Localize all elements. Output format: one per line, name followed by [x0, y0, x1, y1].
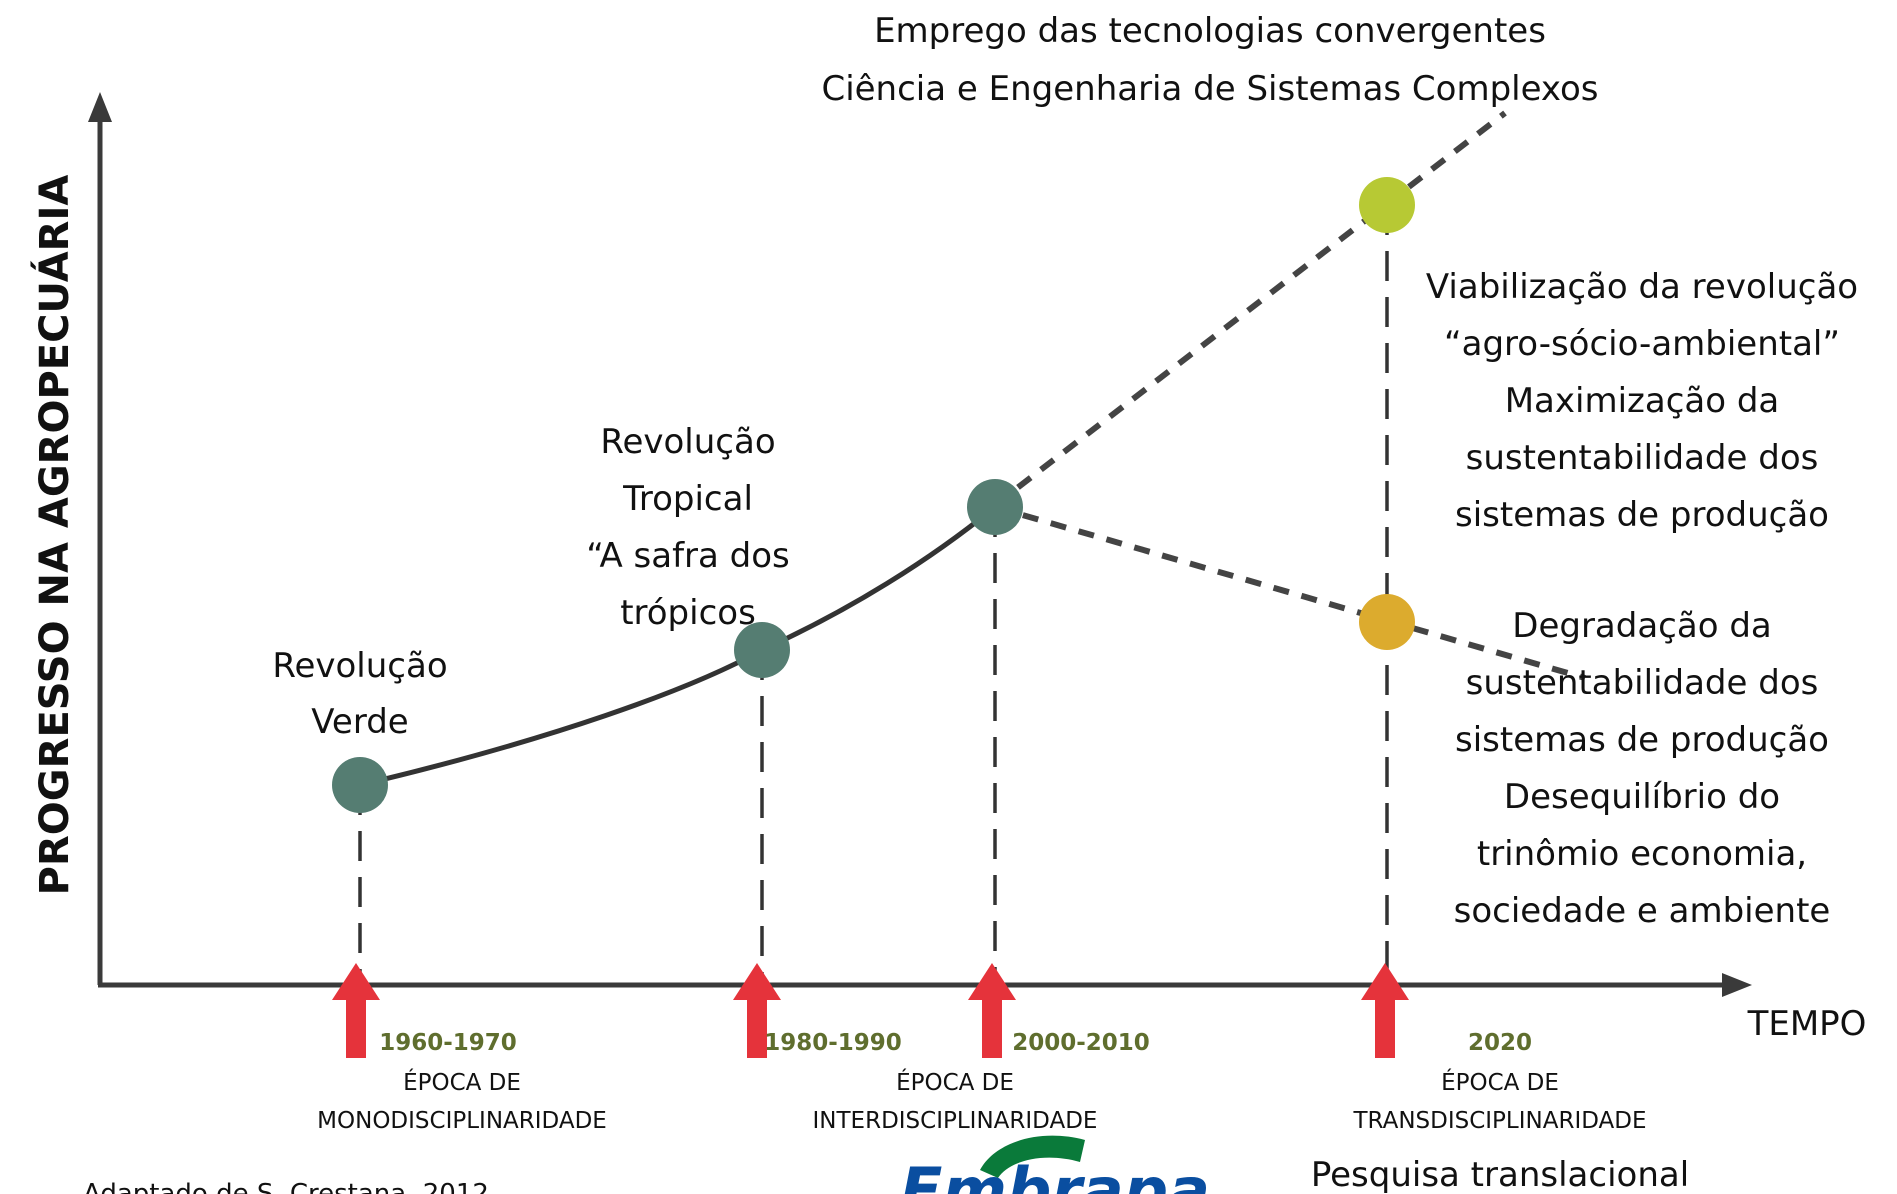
lower-branch-line: trinômio economia,: [1477, 834, 1807, 874]
epoch-label-line: MONODISCIPLINARIDADE: [317, 1108, 607, 1134]
embrapa-logo: Embrapa: [900, 1135, 1210, 1194]
y-axis-arrowhead: [88, 92, 112, 122]
node-upper-outcome: [1359, 177, 1415, 233]
year-label: 2020: [1468, 1030, 1532, 1056]
label-line: Revolução: [600, 422, 775, 462]
node-revolucao-tropical: [734, 622, 790, 678]
logo-arc: [980, 1135, 1085, 1178]
label-revolucao-verde: Revolução Verde: [272, 646, 447, 742]
label-line: Revolução: [272, 646, 447, 686]
time-markers: [332, 963, 1409, 1058]
label-line: trópicos: [620, 593, 756, 633]
upper-branch-text: Viabilização da revolução “agro-sócio-am…: [1426, 267, 1858, 535]
upper-trend-dashed-line: [993, 110, 1507, 508]
node-lower-outcome: [1359, 594, 1415, 650]
up-arrow-marker-1980: [733, 963, 781, 1058]
top-title: Emprego das tecnologias convergentes Ciê…: [821, 11, 1598, 109]
label-line: “A safra dos: [586, 536, 790, 576]
lower-trend-dashed-line: [994, 504, 1586, 681]
lower-branch-line: Desequilíbrio do: [1504, 777, 1780, 817]
year-labels: 1960-1970 1980-1990 2000-2010 2020: [379, 1030, 1532, 1056]
epoch-label-line: ÉPOCA DE: [896, 1068, 1014, 1096]
year-label: 1980-1990: [764, 1030, 902, 1056]
lower-branch-line: sustentabilidade dos: [1466, 663, 1819, 703]
lower-branch-text: Degradação da sustentabilidade dos siste…: [1454, 606, 1831, 931]
lower-branch-line: Degradação da: [1512, 606, 1771, 646]
year-label: 2000-2010: [1012, 1030, 1150, 1056]
x-axis-arrowhead: [1722, 973, 1752, 997]
upper-branch-line: “agro-sócio-ambiental”: [1444, 324, 1840, 364]
bottom-note: Pesquisa translacional: [1311, 1155, 1689, 1194]
top-title-line: Emprego das tecnologias convergentes: [874, 11, 1546, 51]
upper-branch-line: Maximização da: [1505, 381, 1780, 421]
vertical-guides: [358, 205, 1389, 978]
node-2000-2010: [967, 479, 1023, 535]
label-line: Verde: [311, 702, 408, 742]
epoch-label-line: TRANSDISCIPLINARIDADE: [1352, 1108, 1646, 1134]
epoch-label-line: ÉPOCA DE: [403, 1068, 521, 1096]
epoch-labels: ÉPOCA DE MONODISCIPLINARIDADE ÉPOCA DE I…: [317, 1068, 1646, 1134]
label-revolucao-tropical: Revolução Tropical “A safra dos trópicos: [586, 422, 790, 633]
upper-branch-line: Viabilização da revolução: [1426, 267, 1858, 307]
y-axis-label: PROGRESSO NA AGROPECUÁRIA: [30, 175, 78, 896]
lower-branch-line: sistemas de produção: [1455, 720, 1829, 760]
logo-text: Embrapa: [900, 1154, 1210, 1194]
epoch-label-line: INTERDISCIPLINARIDADE: [813, 1108, 1098, 1134]
up-arrow-marker-2000: [968, 963, 1016, 1058]
lower-branch-line: sociedade e ambiente: [1454, 891, 1831, 931]
nodes: [332, 177, 1415, 813]
top-title-line: Ciência e Engenharia de Sistemas Complex…: [821, 69, 1598, 109]
epoch-label-line: ÉPOCA DE: [1441, 1068, 1559, 1096]
upper-branch-line: sustentabilidade dos: [1466, 438, 1819, 478]
up-arrow-marker-2020: [1361, 963, 1409, 1058]
upper-branch-line: sistemas de produção: [1455, 495, 1829, 535]
up-arrow-marker-1960: [332, 963, 380, 1058]
node-revolucao-verde: [332, 757, 388, 813]
x-axis-label: TEMPO: [1747, 1004, 1867, 1044]
source-note: Adaptado de S. Crestana, 2012: [83, 1179, 489, 1194]
label-line: Tropical: [622, 479, 753, 519]
year-label: 1960-1970: [379, 1030, 517, 1056]
